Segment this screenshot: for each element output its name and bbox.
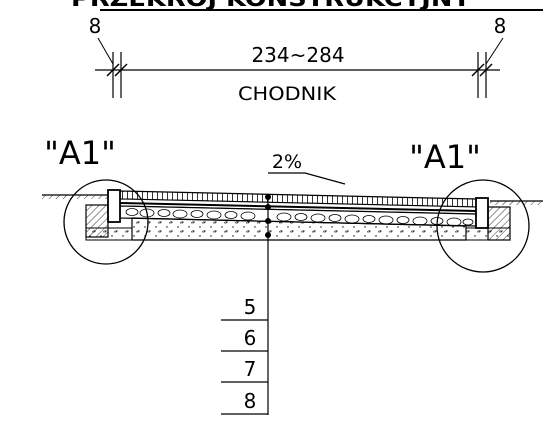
layer-leader (221, 194, 271, 415)
detail-circle-right (436, 179, 530, 273)
pavement-layers (119, 190, 477, 241)
chodnik-label: CHODNIK (238, 83, 337, 105)
right-offset-dimension: 8 (494, 14, 507, 38)
detail-label-left: "A1" (44, 134, 116, 172)
slope-label: 2% (272, 151, 302, 173)
span-dimension: 234~284 (251, 43, 344, 67)
right-curb (465, 197, 511, 241)
layer-callout-6: 6 (244, 326, 257, 350)
layer-callout-7: 7 (244, 357, 257, 381)
detail-label-right: "A1" (409, 138, 481, 176)
dimension-group (95, 37, 504, 98)
ground-surface (42, 194, 543, 205)
detail-circle-left (63, 179, 149, 265)
left-curb (85, 189, 133, 241)
layer-callout-8: 8 (244, 389, 257, 413)
left-offset-dimension: 8 (89, 14, 102, 38)
layer-callout-5: 5 (244, 295, 257, 319)
slope-arrow (268, 172, 346, 185)
